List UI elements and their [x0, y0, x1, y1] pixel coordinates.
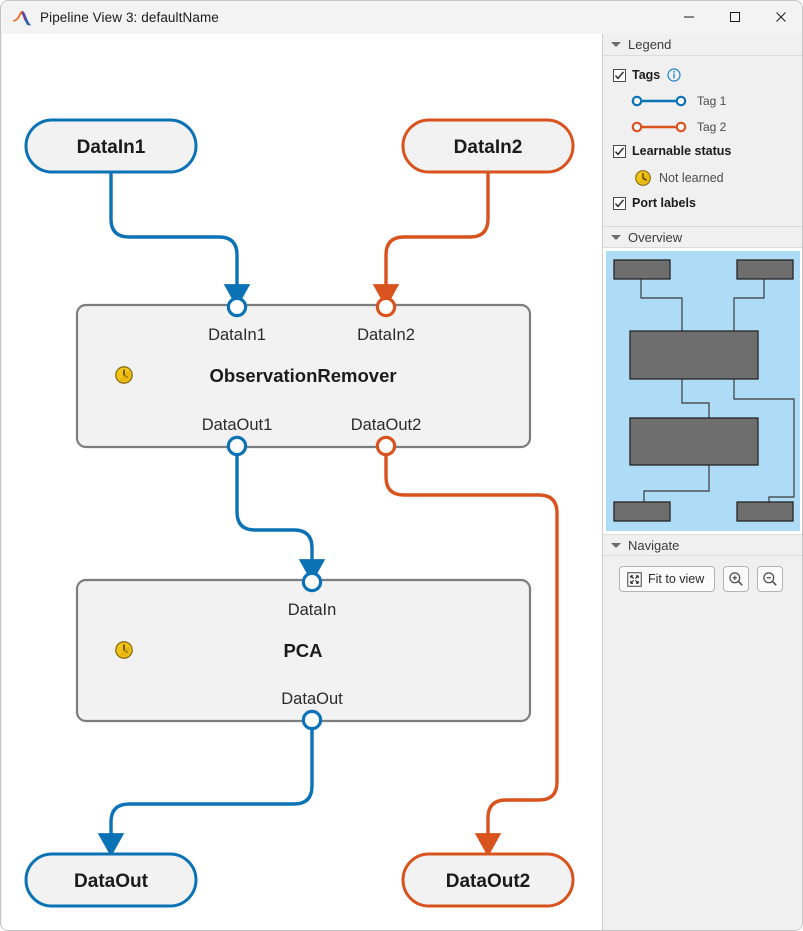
tag-2-swatch: [631, 121, 687, 133]
port-label-dataout2: DataOut2: [351, 416, 422, 434]
port-label-datain2: DataIn2: [357, 326, 415, 344]
minimap-block: [613, 501, 671, 522]
terminal-body[interactable]: [24, 852, 198, 908]
port-dataout[interactable]: [301, 709, 323, 731]
minimap-block: [736, 501, 794, 522]
title-bar: Pipeline View 3: defaultName: [1, 1, 802, 34]
block-observationremover[interactable]: ObservationRemover DataIn1 DataIn2 DataO…: [75, 296, 532, 457]
terminal-datain1[interactable]: DataIn1: [24, 118, 198, 174]
terminal-label: DataIn1: [77, 137, 146, 158]
zoom-in-icon: [728, 571, 744, 587]
port-dataout1[interactable]: [226, 435, 248, 457]
chevron-down-icon: [611, 542, 621, 548]
learnable-status-checkbox[interactable]: [613, 144, 626, 158]
port-label-datain1: DataIn1: [208, 326, 266, 344]
minimap-block: [629, 417, 759, 466]
port-label-datain: DataIn: [288, 601, 337, 619]
chevron-down-icon: [611, 234, 621, 240]
connection-pca-dataout-to-out1: [97, 719, 314, 857]
zoom-out-button[interactable]: [757, 566, 784, 592]
minimap-block: [736, 259, 794, 280]
fit-to-view-button[interactable]: Fit to view: [619, 566, 716, 592]
tags-checkbox-label: Tags: [632, 68, 661, 82]
minimap-block: [629, 330, 759, 380]
port-label-dataout1: DataOut1: [202, 416, 273, 434]
window-title: Pipeline View 3: defaultName: [40, 10, 219, 25]
terminal-body[interactable]: [401, 852, 575, 908]
block-body[interactable]: [75, 303, 532, 449]
tag-1-swatch: [631, 95, 687, 107]
terminal-label: DataOut: [74, 871, 149, 892]
port-datain2[interactable]: [375, 296, 397, 318]
block-pca[interactable]: PCA DataIn DataOut: [75, 571, 532, 731]
not-learned-label: Not learned: [659, 171, 724, 185]
overview-minimap[interactable]: [606, 251, 800, 531]
navigate-section-body: Fit to view: [603, 556, 802, 592]
terminal-dataout[interactable]: DataOut: [24, 852, 198, 908]
legend-tag-2: Tag 2: [613, 114, 802, 140]
close-button[interactable]: [758, 1, 802, 33]
tags-checkbox-row[interactable]: Tags: [613, 64, 802, 86]
tags-checkbox[interactable]: [613, 68, 626, 82]
zoom-out-icon: [762, 571, 778, 587]
zoom-in-button[interactable]: [723, 566, 750, 592]
terminal-body[interactable]: [24, 118, 198, 174]
port-label-dataout: DataOut: [281, 690, 343, 708]
terminal-label: DataOut2: [446, 871, 530, 892]
port-labels-label: Port labels: [632, 196, 696, 210]
port-dataout2[interactable]: [375, 435, 397, 457]
minimap-viewport[interactable]: [606, 251, 800, 531]
legend-section-body: Tags Tag 1: [603, 56, 802, 226]
connection-in2-to-observationremover: [372, 170, 490, 308]
navigate-section-title: Navigate: [628, 537, 680, 553]
clock-icon: [635, 170, 651, 186]
port-labels-checkbox-row[interactable]: Port labels: [613, 192, 802, 214]
navigate-section-header[interactable]: Navigate: [603, 534, 802, 556]
fit-to-view-icon: [627, 571, 642, 587]
learnable-status-label: Learnable status: [632, 144, 732, 158]
terminal-dataout2[interactable]: DataOut2: [401, 852, 575, 908]
overview-section-title: Overview: [628, 229, 683, 245]
minimize-button[interactable]: [666, 1, 712, 33]
clock-icon: [115, 366, 133, 384]
connection-observationremover-dataout1-to-pca: [235, 445, 326, 583]
info-icon[interactable]: [667, 68, 681, 82]
connection-observationremover-dataout2-to-out2: [384, 445, 559, 857]
terminal-label: DataIn2: [454, 137, 523, 158]
terminal-body[interactable]: [401, 118, 575, 174]
block-title: ObservationRemover: [209, 365, 396, 386]
legend-section-header[interactable]: Legend: [603, 34, 802, 56]
learnable-status-checkbox-row[interactable]: Learnable status: [613, 140, 802, 162]
port-datain[interactable]: [301, 571, 323, 593]
pipeline-diagram: ObservationRemover DataIn1 DataIn2 DataO…: [24, 118, 575, 908]
port-labels-checkbox[interactable]: [613, 196, 626, 210]
chevron-down-icon: [611, 42, 621, 47]
connection-in1-to-observationremover: [109, 170, 251, 308]
legend-section-title: Legend: [628, 37, 672, 52]
legend-not-learned: Not learned: [613, 164, 802, 192]
side-panel: Legend Tags: [603, 34, 802, 930]
overview-section-header[interactable]: Overview: [603, 226, 802, 248]
overview-section-body: [603, 248, 802, 534]
panel-splitter[interactable]: [602, 34, 603, 930]
window-controls: [666, 1, 802, 33]
maximize-button[interactable]: [712, 1, 758, 33]
block-title: PCA: [283, 640, 322, 661]
pipeline-canvas[interactable]: ObservationRemover DataIn1 DataIn2 DataO…: [2, 34, 602, 930]
matlab-logo-icon: [12, 9, 32, 27]
fit-to-view-label: Fit to view: [648, 572, 705, 586]
legend-tag-1: Tag 1: [613, 88, 802, 114]
minimap-block: [613, 259, 671, 280]
tag-2-label: Tag 2: [697, 120, 727, 134]
tag-1-label: Tag 1: [697, 94, 727, 108]
terminal-datain2[interactable]: DataIn2: [401, 118, 575, 174]
port-datain1[interactable]: [226, 296, 248, 318]
clock-icon: [115, 641, 133, 659]
